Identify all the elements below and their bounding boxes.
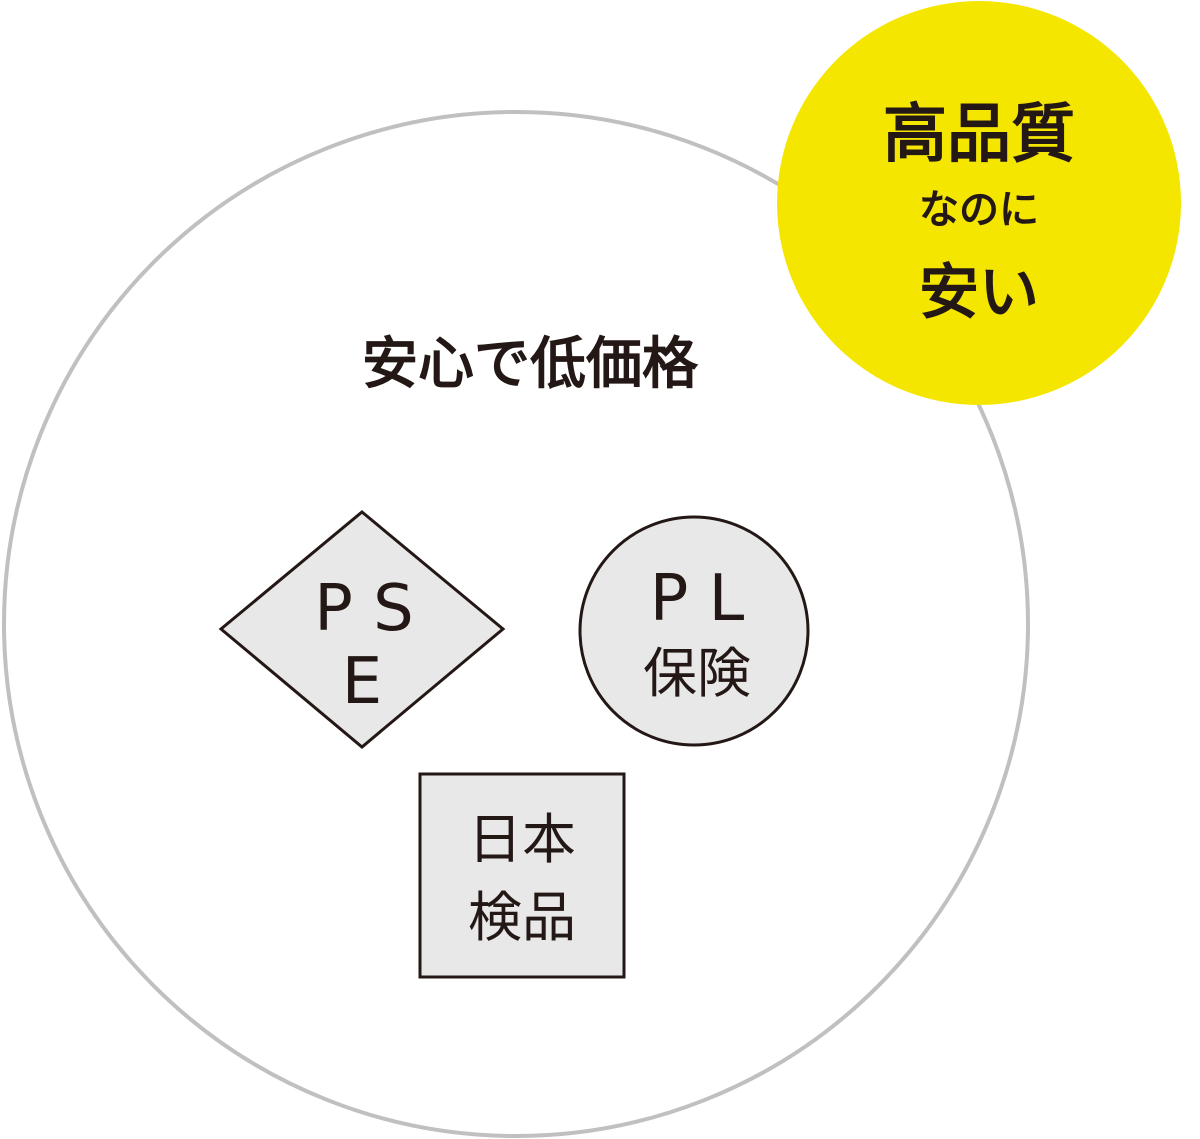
pse-line1: P S	[314, 572, 414, 646]
inspection-badge	[418, 772, 626, 979]
highlight-line1: 高品質	[883, 98, 1075, 172]
highlight-line3: 安い	[919, 258, 1039, 328]
inspection-line2: 検品	[468, 886, 576, 949]
highlight-circle	[777, 1, 1181, 405]
main-title: 安心で低価格	[362, 332, 699, 397]
pse-line2: E	[342, 645, 382, 719]
highlight-line2: なのに	[919, 187, 1039, 233]
main-circle	[2, 110, 1030, 1138]
pl-badge	[578, 515, 810, 747]
pl-line2: 保険	[643, 642, 751, 705]
inspection-line1: 日本	[468, 808, 576, 871]
pl-line1: P L	[650, 562, 745, 636]
pse-badge	[218, 510, 506, 749]
